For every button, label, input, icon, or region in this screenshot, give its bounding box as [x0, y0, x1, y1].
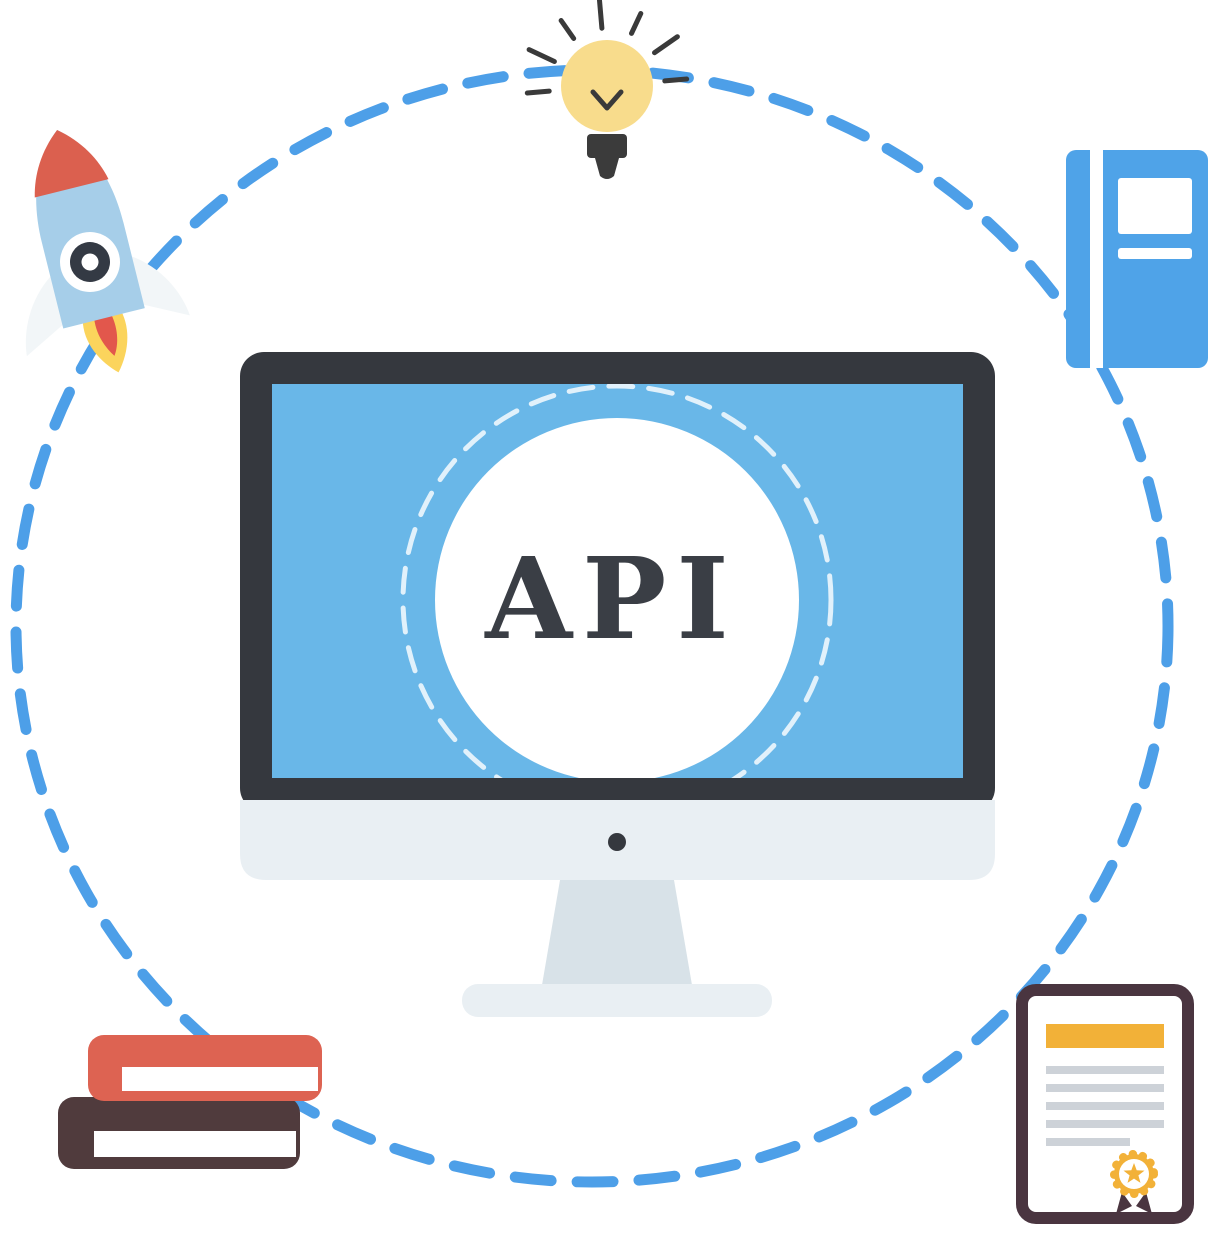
notebook-spine-stripe [1090, 150, 1103, 368]
screen-content: API [400, 384, 834, 778]
rosette-ribbon-right [1136, 1192, 1152, 1214]
certificate-text-lines [1046, 1066, 1164, 1146]
notebook-label-line [1118, 248, 1192, 259]
certificate-line [1046, 1138, 1130, 1146]
top-book-pages [122, 1067, 318, 1091]
rocket-fin-right [130, 255, 190, 316]
bulb-base-tip [595, 158, 619, 179]
bottom-book-pages [94, 1131, 296, 1157]
monitor-icon: API [240, 352, 995, 1017]
monitor-stand-base [462, 984, 772, 1017]
bulb-glass [561, 40, 653, 132]
monitor-stand-neck [542, 880, 692, 985]
certificate-line [1046, 1084, 1164, 1092]
monitor-camera-dot [608, 833, 626, 851]
rocket-fin-left [25, 275, 64, 357]
bulb-ray [662, 76, 690, 84]
certificate-title-bar [1046, 1024, 1164, 1048]
rosette-ribbon-left [1116, 1192, 1132, 1214]
certificate-icon [1016, 984, 1194, 1224]
certificate-line [1046, 1120, 1164, 1128]
rocket-icon [25, 130, 190, 373]
certificate-line [1046, 1066, 1164, 1074]
bulb-ray [524, 88, 552, 96]
notebook-label [1118, 178, 1192, 234]
rocket-window-center [81, 253, 99, 271]
rocket-nose-cone [34, 130, 109, 198]
bulb-ray [652, 34, 680, 56]
bulb-base [587, 134, 627, 158]
rocket-flame-inner [93, 310, 118, 356]
screen-white-circle [435, 418, 799, 778]
screen-dashed-ring [400, 384, 834, 778]
notebook-icon [1066, 150, 1208, 368]
bulb-filament [590, 89, 624, 111]
rosette-star [1123, 1163, 1145, 1183]
book-stack-icon [58, 1035, 322, 1169]
bulb-ray [526, 47, 557, 64]
bulb-rays [524, 0, 690, 96]
bulb-ray [558, 18, 577, 41]
lightbulb-icon [524, 0, 690, 179]
bulb-ray [629, 11, 644, 36]
api-label: API [484, 534, 739, 665]
certificate-line [1046, 1102, 1164, 1110]
bulb-ray [597, 0, 605, 31]
